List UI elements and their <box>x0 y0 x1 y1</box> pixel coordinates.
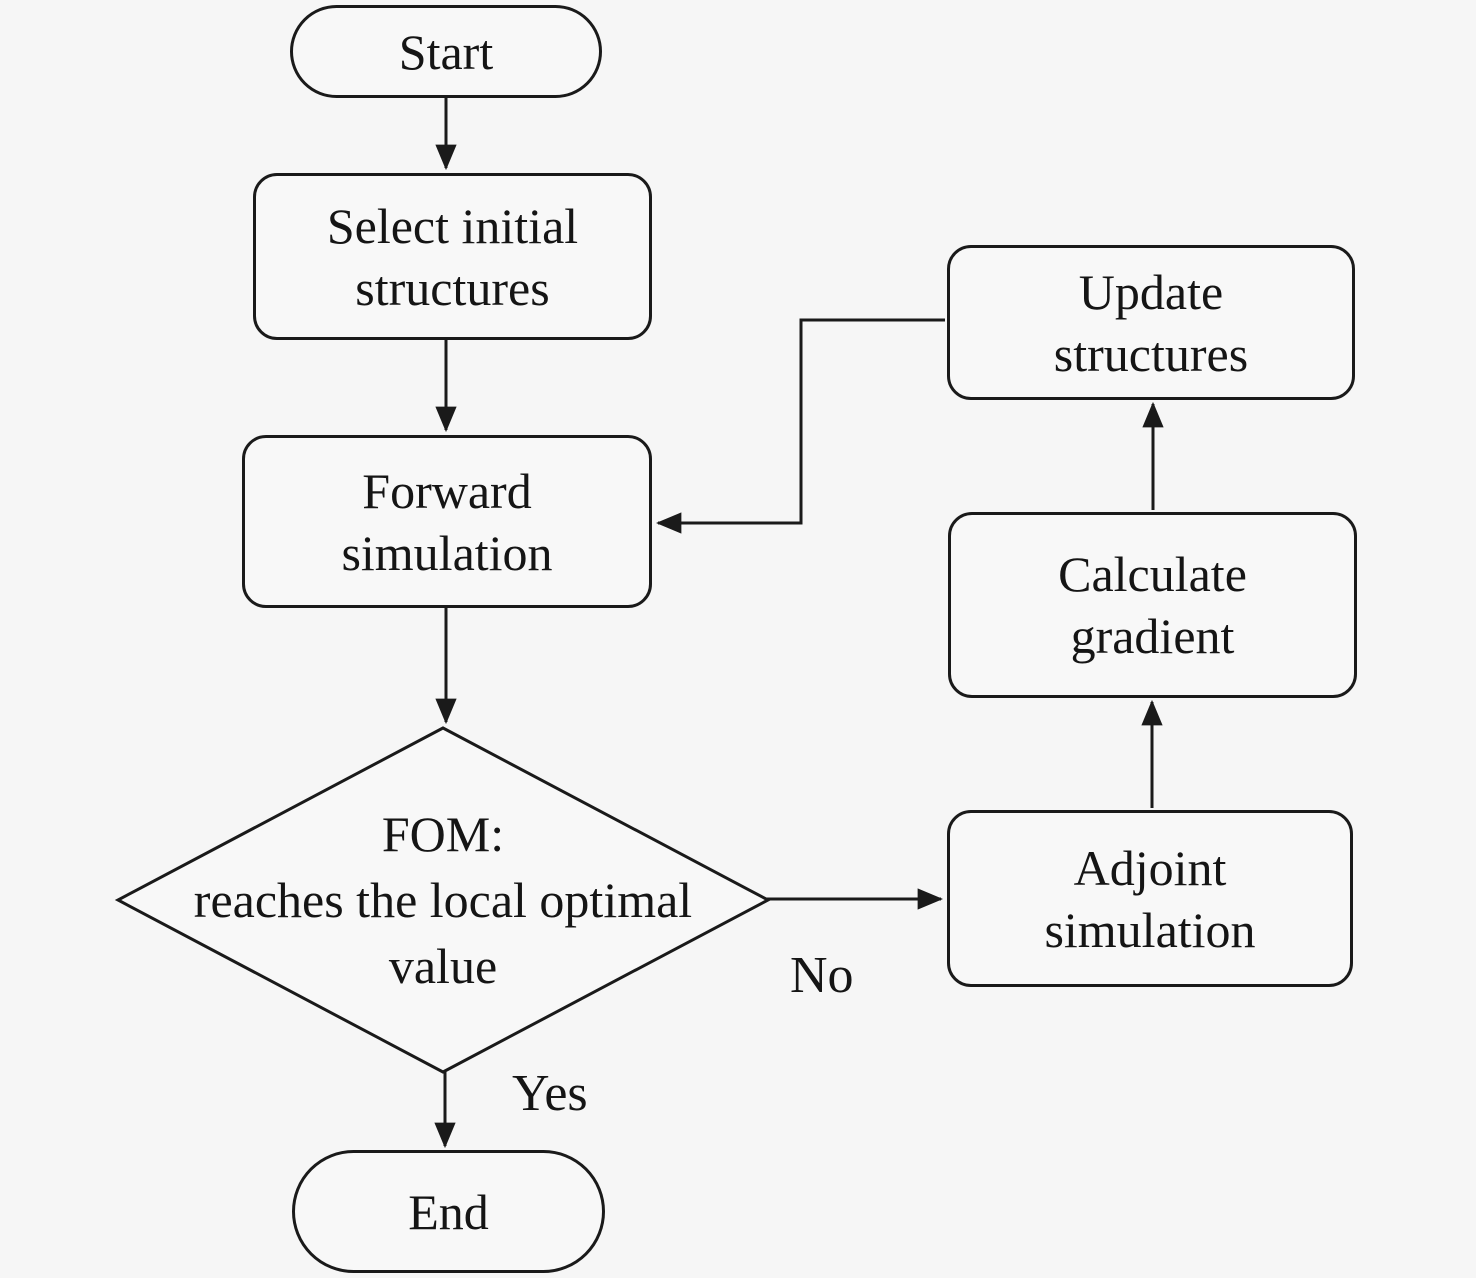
node-adjoint-simulation: Adjoint simulation <box>947 810 1353 987</box>
node-start-label: Start <box>398 23 494 80</box>
node-calculate-label-line2: gradient <box>1070 608 1235 664</box>
node-end-label: End <box>408 1183 489 1240</box>
node-update-label-line2: structures <box>1053 325 1249 382</box>
decision-label-line2: reaches the local optimal <box>193 872 693 928</box>
node-select-label-line1: Select initial <box>326 197 579 254</box>
node-forward-simulation: Forward simulation <box>242 435 652 608</box>
decision-label-line1: FOM: <box>381 806 505 862</box>
arrow-update-to-forward <box>655 318 945 534</box>
label-no: No <box>790 947 854 1004</box>
node-forward-label-line2: simulation <box>341 524 553 581</box>
node-update-structures: Update structures <box>947 245 1355 400</box>
node-end: End <box>292 1150 605 1273</box>
decision-label-line3: value <box>388 938 498 994</box>
node-fom-decision-label: FOM: reaches the local optimal value <box>153 806 733 994</box>
decision-diamond-shape <box>114 726 772 1074</box>
node-adjoint-label-line1: Adjoint <box>1073 839 1227 896</box>
node-select-label-line2: structures <box>355 259 550 316</box>
node-calculate-label-line1: Calculate <box>1058 546 1247 602</box>
node-update-label-line1: Update <box>1078 263 1224 320</box>
node-select-initial-structures: Select initial structures <box>253 173 652 340</box>
node-calculate-gradient: Calculate gradient <box>948 512 1357 698</box>
label-yes: Yes <box>512 1065 588 1122</box>
node-forward-label-line1: Forward <box>362 462 532 519</box>
node-adjoint-label-line2: simulation <box>1044 901 1256 958</box>
node-start: Start <box>290 5 602 98</box>
